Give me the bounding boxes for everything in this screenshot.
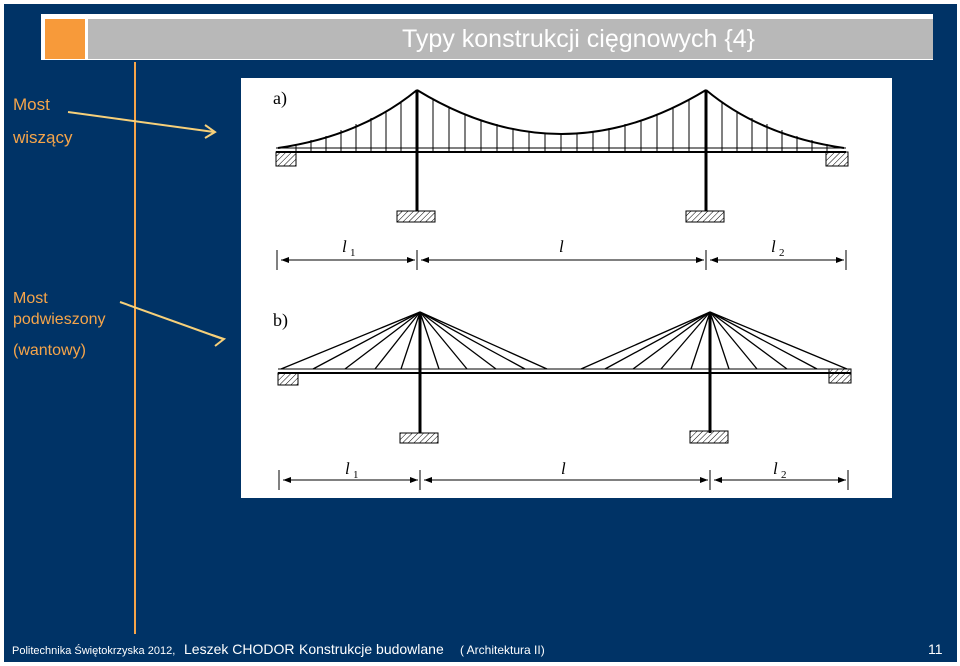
cable-main-a: [416, 89, 707, 135]
label-b: b): [273, 310, 288, 331]
span-l2-b-main: l: [773, 459, 778, 478]
abutment-left-b: [277, 372, 299, 386]
page-number: 11: [928, 641, 943, 657]
foundation-right-a: [685, 210, 725, 223]
footer-course: Konstrukcje budowlane: [299, 641, 444, 657]
dimension-line-b: l 1 l l 2: [278, 459, 849, 490]
cable-stayed-label-line1: Most: [13, 290, 48, 307]
span-l2-a-main: l: [771, 237, 776, 256]
title-accent-square: [45, 19, 85, 59]
span-l1-b-main: l: [345, 459, 350, 478]
label-a: a): [273, 88, 287, 109]
bridge-diagram-svg: a): [273, 88, 852, 490]
dimension-line-a: l 1 l l 2: [276, 237, 847, 270]
abutment-left-a: [275, 151, 297, 167]
span-l1-a-main: l: [342, 237, 347, 256]
cable-stayed-label-line3: (wantowy): [13, 342, 86, 359]
stays-b: [280, 311, 848, 370]
span-l2-b-sub: 2: [781, 469, 787, 481]
foundation-right-b: [689, 430, 729, 444]
cable-stayed-bridge-drawing: [277, 311, 852, 444]
span-l-b: l: [561, 459, 566, 478]
footer-author: Leszek CHODOR: [184, 641, 295, 657]
span-l1-a-sub: 1: [350, 247, 356, 259]
abutment-right-a: [825, 151, 849, 167]
abutment-right-b: [828, 368, 852, 384]
slide-title: Typy konstrukcji cięgnowych {4}: [402, 25, 755, 53]
span-l-a: l: [559, 237, 564, 256]
footer-institution: Politechnika Świętokrzyska 2012,: [12, 645, 176, 657]
suspension-bridge-label-line1: Most: [13, 95, 50, 114]
span-l1-b-sub: 1: [353, 469, 359, 481]
span-l2-a-sub: 2: [779, 247, 785, 259]
bridge-diagram: a): [241, 78, 892, 498]
foundation-left-b: [399, 432, 439, 444]
cable-stayed-label-line2: podwieszony: [13, 311, 106, 328]
cable-left-a: [277, 89, 418, 149]
footer-subject: ( Architektura II): [460, 643, 545, 657]
foundation-left-a: [396, 210, 436, 223]
suspension-bridge-label-line2: wiszący: [13, 128, 73, 147]
vertical-divider: [134, 62, 136, 634]
suspension-bridge-drawing: [275, 89, 849, 223]
title-banner: Typy konstrukcji cięgnowych {4}: [88, 19, 933, 59]
cable-right-a: [705, 89, 845, 149]
hangers-a: [295, 99, 828, 152]
